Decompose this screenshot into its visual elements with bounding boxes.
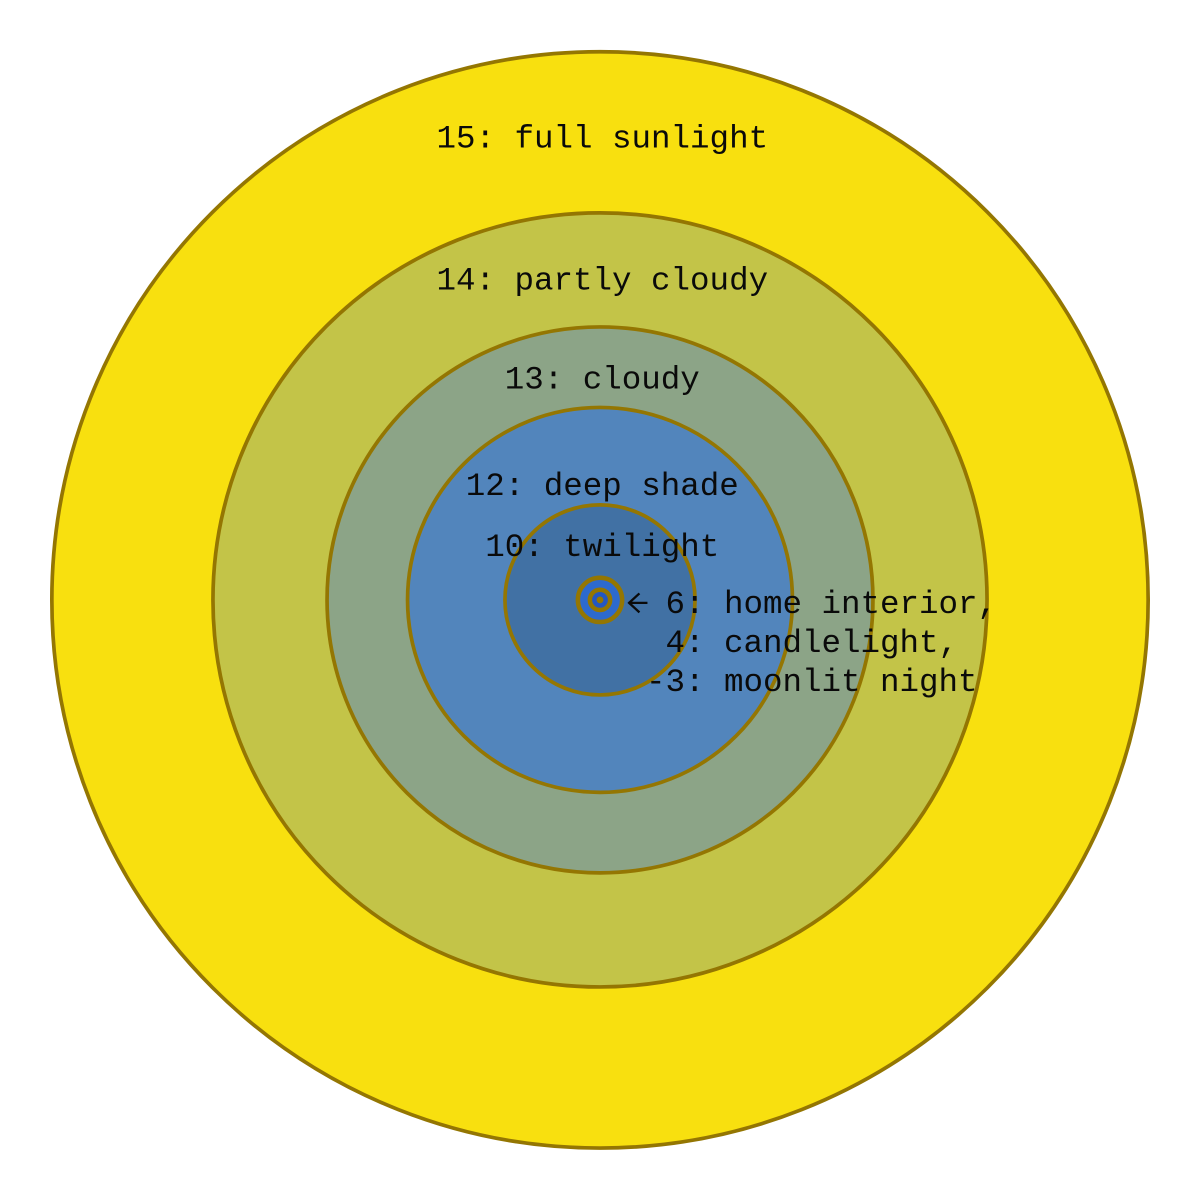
svg-text:15: full sunlight: 15: full sunlight — [437, 121, 769, 158]
svg-text:4: candlelight,: 4: candlelight, — [666, 625, 959, 662]
svg-text:13: cloudy: 13: cloudy — [505, 361, 700, 398]
svg-text:10: twilight: 10: twilight — [485, 529, 719, 566]
svg-text:-3: moonlit night: -3: moonlit night — [646, 664, 978, 701]
svg-text:14: partly cloudy: 14: partly cloudy — [437, 263, 769, 300]
svg-text:6: home interior,: 6: home interior, — [666, 586, 998, 623]
svg-text:12: deep shade: 12: deep shade — [466, 468, 739, 505]
